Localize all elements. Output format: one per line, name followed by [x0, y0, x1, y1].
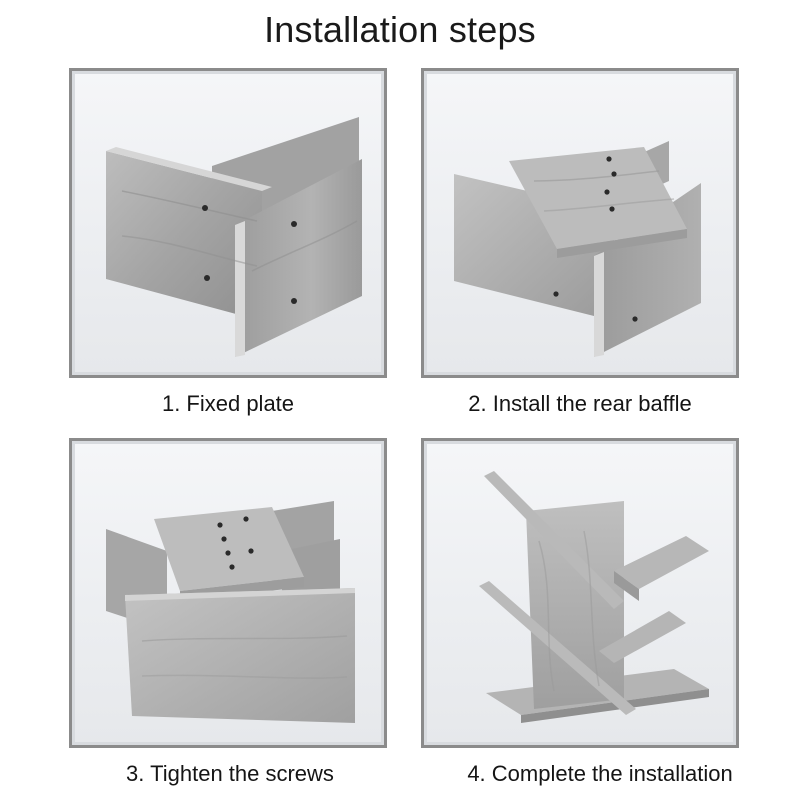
step-1-illustration [69, 68, 387, 378]
step-1-caption: 1. Fixed plate [161, 391, 295, 416]
step-4-caption: 4. Complete the installation [467, 761, 733, 786]
fixed-plate-illustration [106, 117, 362, 357]
tighten-screws-illustration [106, 501, 355, 723]
step-2-illustration [421, 68, 739, 378]
step-3-caption: 3. Tighten the screws [126, 761, 334, 786]
step-2-caption: 2. Install the rear baffle [468, 391, 692, 416]
step-3-illustration [69, 438, 387, 748]
step-4-illustration [421, 438, 739, 748]
page-title: Installation steps [264, 9, 536, 50]
rear-baffle-illustration [454, 141, 701, 357]
completed-shelf-illustration [479, 471, 709, 723]
